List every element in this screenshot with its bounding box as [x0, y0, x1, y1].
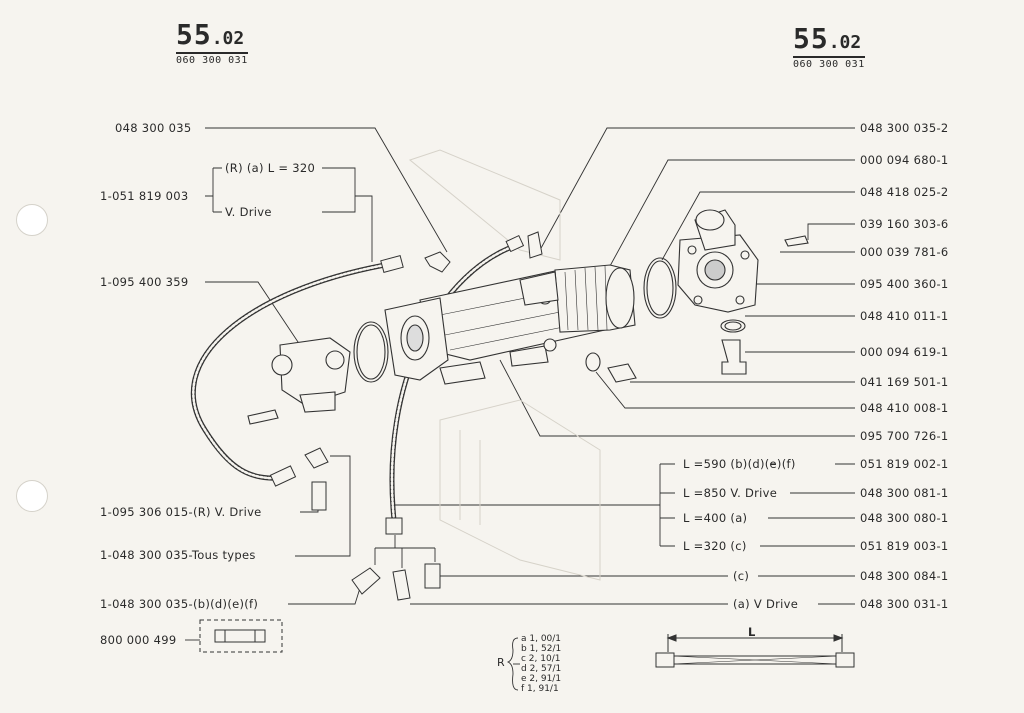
- leader-line: [661, 191, 855, 261]
- part-label: 095 700 726-1: [860, 429, 949, 443]
- part-label: 095 400 360-1: [860, 277, 949, 291]
- page-number-left: 55.02 060 300 031: [176, 18, 248, 66]
- leader-line: [499, 359, 855, 437]
- part-label: 048 300 080-1: [860, 511, 949, 525]
- variant-label: (a) V Drive: [733, 597, 799, 611]
- part-label: 039 160 303-6: [860, 217, 949, 231]
- part-label: (R) (a) L = 320: [225, 161, 316, 175]
- part-label: 1-095 306 015-(R) V. Drive: [100, 505, 262, 519]
- leader-line: [395, 463, 855, 547]
- leader-line: [288, 587, 361, 605]
- page-number-decimal: .02: [828, 32, 862, 53]
- part-label: V. Drive: [225, 205, 272, 219]
- kit-box: [199, 619, 283, 653]
- length-label: L =320 (c): [683, 539, 747, 553]
- length-label: L =590 (b)(d)(e)(f): [683, 457, 796, 471]
- screw-left: [247, 409, 279, 425]
- o-ring-left: [353, 321, 389, 383]
- part-label: 000 094 619-1: [860, 345, 949, 359]
- part-label: 048 300 081-1: [860, 486, 949, 500]
- leader-line: [374, 535, 436, 568]
- ratio-item: e 2, 91/1: [521, 674, 562, 684]
- ratio-item: b 1, 52/1: [521, 644, 562, 654]
- leader-line: [595, 371, 855, 409]
- part-label: 000 039 781-6: [860, 245, 949, 259]
- part-label: 048 300 084-1: [860, 569, 949, 583]
- elbow-fitting: [304, 447, 329, 469]
- leader-line: [205, 127, 448, 253]
- part-label: 041 169 501-1: [860, 375, 949, 389]
- binder-hole-bottom: [16, 480, 48, 512]
- elbow-fitting: [392, 569, 411, 601]
- bolt: [607, 363, 637, 383]
- length-label: L =850 V. Drive: [683, 486, 778, 500]
- part-label: 000 094 680-1: [860, 153, 949, 167]
- ratio-item: a 1, 00/1: [521, 634, 562, 644]
- part-label: 048 300 035: [115, 121, 192, 135]
- part-label: 048 410 008-1: [860, 401, 949, 415]
- page-number-main: 55: [793, 22, 829, 55]
- leader-line: [205, 281, 301, 346]
- part-label: 051 819 002-1: [860, 457, 949, 471]
- drain-plug: [721, 339, 747, 375]
- page-number-right: 55.02 060 300 031: [793, 22, 865, 70]
- elbow-fitting: [527, 231, 543, 259]
- ratio-item: d 2, 57/1: [521, 664, 562, 674]
- nipple-fitting: [311, 481, 327, 511]
- part-label: 048 300 031-1: [860, 597, 949, 611]
- part-label: 800 000 499: [100, 633, 177, 647]
- length-label: L =400 (a): [683, 511, 748, 525]
- part-label: 051 819 003-1: [860, 539, 949, 553]
- page-reference: 060 300 031: [176, 52, 248, 66]
- page-number-decimal: .02: [211, 28, 245, 49]
- part-label: 048 410 011-1: [860, 309, 949, 323]
- screw-right: [784, 235, 809, 247]
- o-ring-right: [643, 257, 677, 319]
- leader-line: [295, 455, 351, 557]
- ratio-prefix: R: [497, 656, 505, 669]
- leader-line: [807, 223, 855, 240]
- ratio-list: a 1, 00/1 b 1, 52/1 c 2, 10/1 d 2, 57/1 …: [521, 634, 561, 694]
- ratio-item: c 2, 10/1: [521, 654, 561, 664]
- part-label: 1-048 300 035-(b)(d)(e)(f): [100, 597, 259, 611]
- elbow-fitting: [351, 567, 381, 595]
- ratio-item: f 1, 91/1: [521, 684, 559, 694]
- part-label: 1-051 819 003: [100, 189, 189, 203]
- leader-line: [205, 167, 373, 262]
- part-label: 1-048 300 035-Tous types: [100, 548, 256, 562]
- leader-line: [539, 127, 855, 251]
- part-label: 048 418 025-2: [860, 185, 949, 199]
- part-label: 1-095 400 359: [100, 275, 189, 289]
- leader-line: [609, 159, 855, 267]
- variant-label: (c): [733, 569, 750, 583]
- page-reference: 060 300 031: [793, 56, 865, 70]
- hose-length-label: L: [748, 625, 756, 639]
- page-number-main: 55: [176, 18, 212, 51]
- part-label: 048 300 035-2: [860, 121, 949, 135]
- nipple-fitting: [424, 563, 441, 589]
- elbow-fitting: [424, 251, 451, 273]
- binder-hole-top: [16, 204, 48, 236]
